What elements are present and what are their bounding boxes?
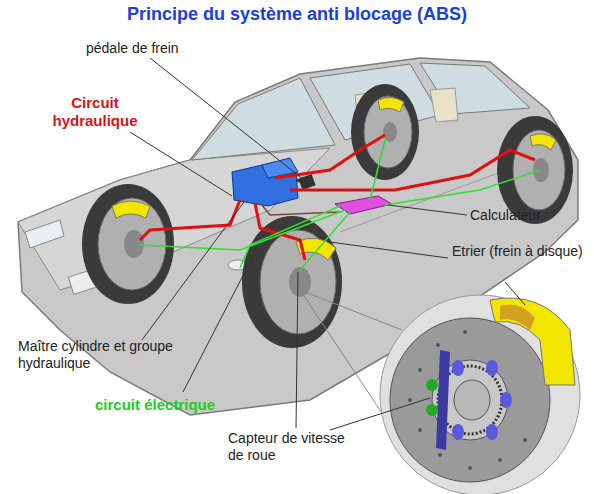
wheel-front-left (82, 184, 174, 304)
part-label: Etrier (frein à disque) (452, 243, 592, 260)
hydraulic-circuit (140, 135, 535, 260)
wheel-front-right (351, 84, 419, 180)
part-label: Capteur de vitesse de roue (228, 430, 348, 464)
part-label: Maître cylindre et groupe hydraulique (18, 338, 218, 372)
part-label: pédale de frein (86, 40, 226, 57)
seat (430, 88, 458, 122)
headlight (25, 220, 64, 248)
part-label: Calculateur (470, 207, 580, 224)
part-label: circuit électrique (95, 396, 265, 414)
car-body (18, 58, 578, 415)
part-label: Circuit hydraulique (40, 94, 150, 130)
wheel-rear-left (242, 216, 342, 348)
diagram-title: Principe du système anti blocage (ABS) (0, 4, 594, 25)
wire (262, 205, 340, 215)
zoomed-disc-brake (300, 290, 580, 494)
